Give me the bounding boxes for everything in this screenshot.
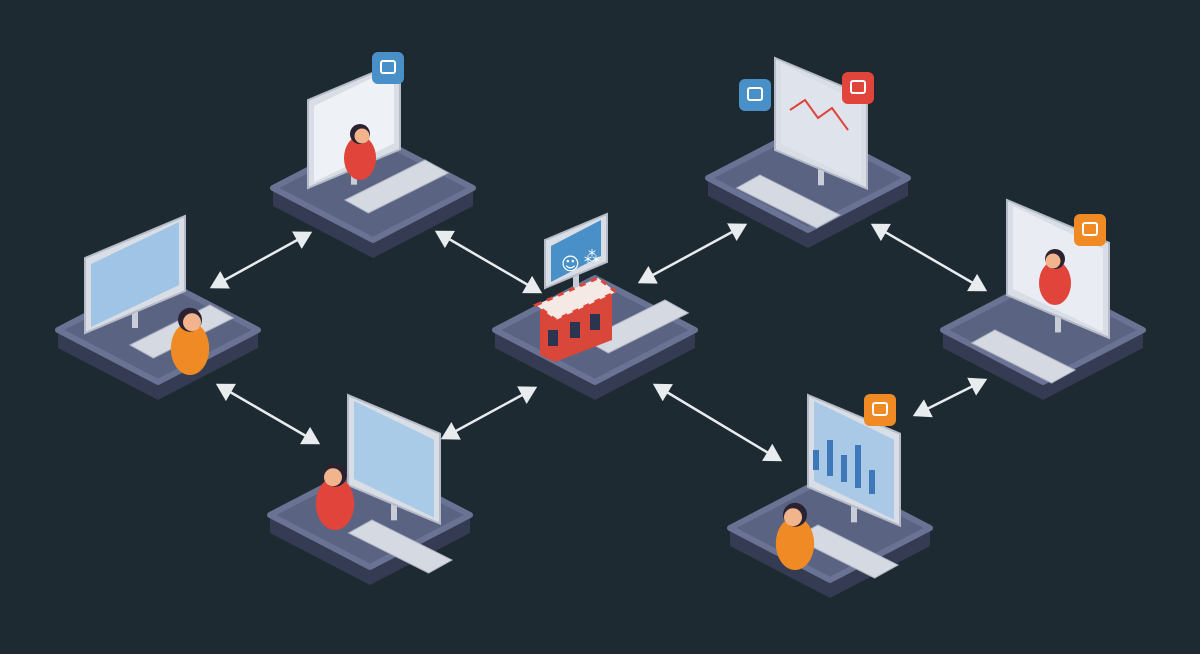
lock-bubble [739, 79, 771, 111]
sales-chart-workstation [727, 393, 933, 598]
customer-support-workstation [940, 198, 1146, 400]
person-body [1039, 261, 1071, 305]
double-arrow [215, 383, 321, 445]
person-face [354, 128, 370, 144]
video-call-workstation [270, 52, 476, 258]
double-arrow [652, 383, 783, 462]
store-window [590, 314, 600, 330]
chat-bubble-icon [872, 402, 888, 416]
store-window [548, 330, 558, 346]
keyboard [347, 519, 454, 574]
keyboard [970, 329, 1077, 384]
video-chat-bubble-bubble [372, 52, 404, 84]
platform-side [273, 188, 473, 258]
person-face [784, 508, 802, 527]
remote-worker-workstation [267, 393, 473, 585]
monitor-screen [551, 219, 601, 282]
online-store-hub: ☺⁂ [492, 212, 698, 400]
store-window [570, 322, 580, 338]
person-face [183, 313, 201, 332]
person-body [775, 517, 815, 570]
monitor-screen [354, 401, 434, 518]
person-body [315, 477, 355, 530]
connection-arrows [209, 223, 988, 462]
user-profile-icon [1082, 222, 1098, 236]
person-body [344, 136, 376, 180]
monitor-screen [314, 67, 394, 182]
person-face [1045, 253, 1061, 269]
platform-side [943, 330, 1143, 400]
keyboard [343, 159, 450, 214]
person-body [170, 322, 210, 375]
analytics-dashboard-workstation [55, 214, 261, 400]
double-arrow [434, 230, 543, 294]
double-arrow [870, 223, 988, 292]
video-chat-bubble-icon [380, 60, 396, 74]
platform-side [58, 330, 258, 400]
double-arrow [912, 377, 988, 418]
community-users-icon: ☺ [561, 254, 580, 275]
platform-side [495, 330, 695, 400]
user-profile-bubble [1074, 214, 1106, 246]
store-awning [533, 276, 619, 322]
line-chart [789, 98, 849, 131]
chat-bubble-bubble [864, 394, 896, 426]
double-arrow [440, 386, 538, 440]
group-icon: ⁂ [584, 247, 600, 266]
workstation-nodes: ☺⁂ [55, 52, 1146, 598]
platform-side [708, 178, 908, 248]
double-arrow [209, 231, 313, 289]
lock-icon [850, 80, 866, 94]
person-face [324, 468, 342, 487]
lock-icon [747, 87, 763, 101]
keyboard [735, 174, 842, 229]
alert-bubble [842, 72, 874, 104]
monitor-screen [781, 64, 861, 183]
double-arrow [637, 223, 748, 284]
monitor-screen [91, 222, 179, 327]
security-analytics-workstation [705, 56, 911, 248]
